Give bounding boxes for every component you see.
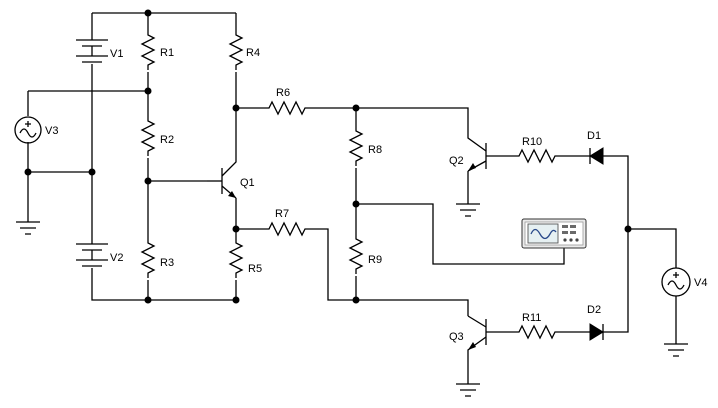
transistor-q2: Q2 bbox=[449, 126, 487, 172]
v4-label: V4 bbox=[694, 277, 707, 289]
r5-label: R5 bbox=[248, 263, 262, 275]
r9-label: R9 bbox=[368, 254, 382, 266]
r10-label: R10 bbox=[522, 136, 542, 148]
r11-label: R11 bbox=[522, 312, 541, 324]
r2-label: R2 bbox=[160, 134, 174, 146]
r3-label: R3 bbox=[160, 257, 174, 269]
v3-label: V3 bbox=[45, 125, 58, 137]
resistor-r5: R5 bbox=[228, 240, 262, 278]
r8-label: R8 bbox=[368, 144, 382, 156]
resistor-r9: R9 bbox=[348, 236, 382, 274]
r4-label: R4 bbox=[246, 47, 260, 59]
resistor-r4: R4 bbox=[228, 32, 260, 70]
transistor-q1: Q1 bbox=[207, 150, 255, 199]
resistor-r1: R1 bbox=[140, 32, 174, 70]
battery-v2: V2 bbox=[76, 243, 123, 267]
resistor-r2: R2 bbox=[140, 118, 174, 156]
resistor-r10: R10 bbox=[516, 136, 556, 164]
r6-label: R6 bbox=[276, 87, 290, 99]
resistor-r11: R11 bbox=[516, 312, 556, 340]
ground-symbols bbox=[16, 203, 688, 397]
resistor-r6: R6 bbox=[266, 87, 306, 116]
q1-label: Q1 bbox=[240, 177, 255, 189]
resistor-r7: R7 bbox=[266, 208, 306, 237]
battery-v1: V1 bbox=[76, 39, 123, 63]
junctions bbox=[24, 9, 632, 304]
wires bbox=[27, 12, 677, 384]
resistor-r3: R3 bbox=[140, 240, 174, 278]
r1-label: R1 bbox=[160, 47, 174, 59]
v1-label: V1 bbox=[110, 48, 123, 60]
q3-label: Q3 bbox=[449, 331, 464, 343]
diode-d2: D2 bbox=[587, 304, 604, 341]
v2-label: V2 bbox=[110, 252, 123, 264]
ac-source-v3: V3 bbox=[14, 116, 58, 144]
diode-d1: D1 bbox=[587, 130, 604, 165]
q2-label: Q2 bbox=[449, 155, 464, 167]
d1-label: D1 bbox=[587, 130, 601, 142]
r7-label: R7 bbox=[275, 208, 289, 220]
d2-label: D2 bbox=[587, 304, 601, 316]
oscilloscope-icon[interactable] bbox=[521, 218, 587, 249]
transistor-q3: Q3 bbox=[449, 315, 487, 362]
resistor-r8: R8 bbox=[348, 128, 382, 166]
ac-source-v4: V4 bbox=[661, 267, 707, 297]
